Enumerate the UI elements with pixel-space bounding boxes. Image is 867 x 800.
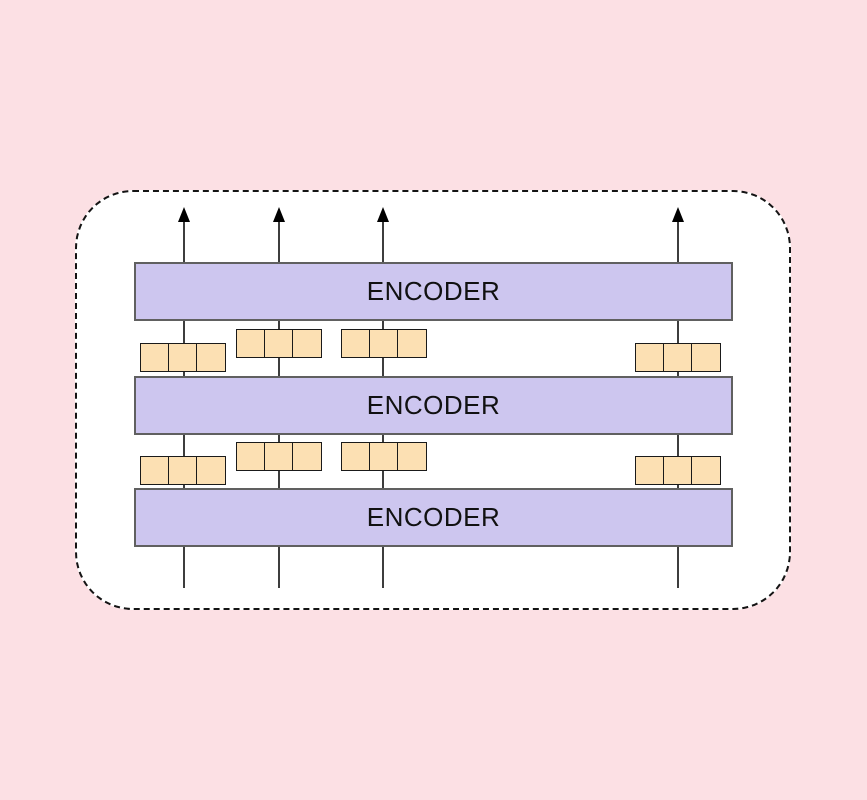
token-cell — [663, 343, 693, 372]
token-cell — [236, 442, 266, 471]
token-cell — [292, 329, 323, 358]
token-cell — [397, 442, 428, 471]
token-vector — [236, 329, 323, 358]
up-arrow-icon — [178, 207, 190, 222]
token-cell — [140, 343, 170, 372]
token-cell — [691, 456, 722, 485]
token-cell — [341, 442, 371, 471]
up-arrow-icon — [672, 207, 684, 222]
encoder-layer-bottom: ENCODER — [134, 488, 733, 547]
token-cell — [635, 343, 665, 372]
token-cell — [196, 343, 227, 372]
up-arrow-icon — [377, 207, 389, 222]
token-cell — [140, 456, 170, 485]
encoder-label: ENCODER — [366, 502, 501, 532]
token-cell — [196, 456, 227, 485]
token-vector — [140, 343, 227, 372]
token-vector — [635, 456, 722, 485]
token-cell — [168, 343, 198, 372]
encoder-label: ENCODER — [366, 390, 501, 420]
token-cell — [397, 329, 428, 358]
up-arrow-icon — [273, 207, 285, 222]
token-vector — [635, 343, 722, 372]
token-cell — [264, 329, 294, 358]
encoder-layer-middle: ENCODER — [134, 376, 733, 435]
token-cell — [292, 442, 323, 471]
token-vector — [341, 329, 428, 358]
token-vector — [140, 456, 227, 485]
token-cell — [264, 442, 294, 471]
token-vector — [341, 442, 428, 471]
token-cell — [369, 442, 399, 471]
token-cell — [168, 456, 198, 485]
encoder-label: ENCODER — [366, 276, 501, 306]
token-cell — [369, 329, 399, 358]
token-cell — [341, 329, 371, 358]
token-cell — [635, 456, 665, 485]
token-cell — [691, 343, 722, 372]
token-cell — [236, 329, 266, 358]
token-cell — [663, 456, 693, 485]
encoder-layer-top: ENCODER — [134, 262, 733, 321]
token-vector — [236, 442, 323, 471]
